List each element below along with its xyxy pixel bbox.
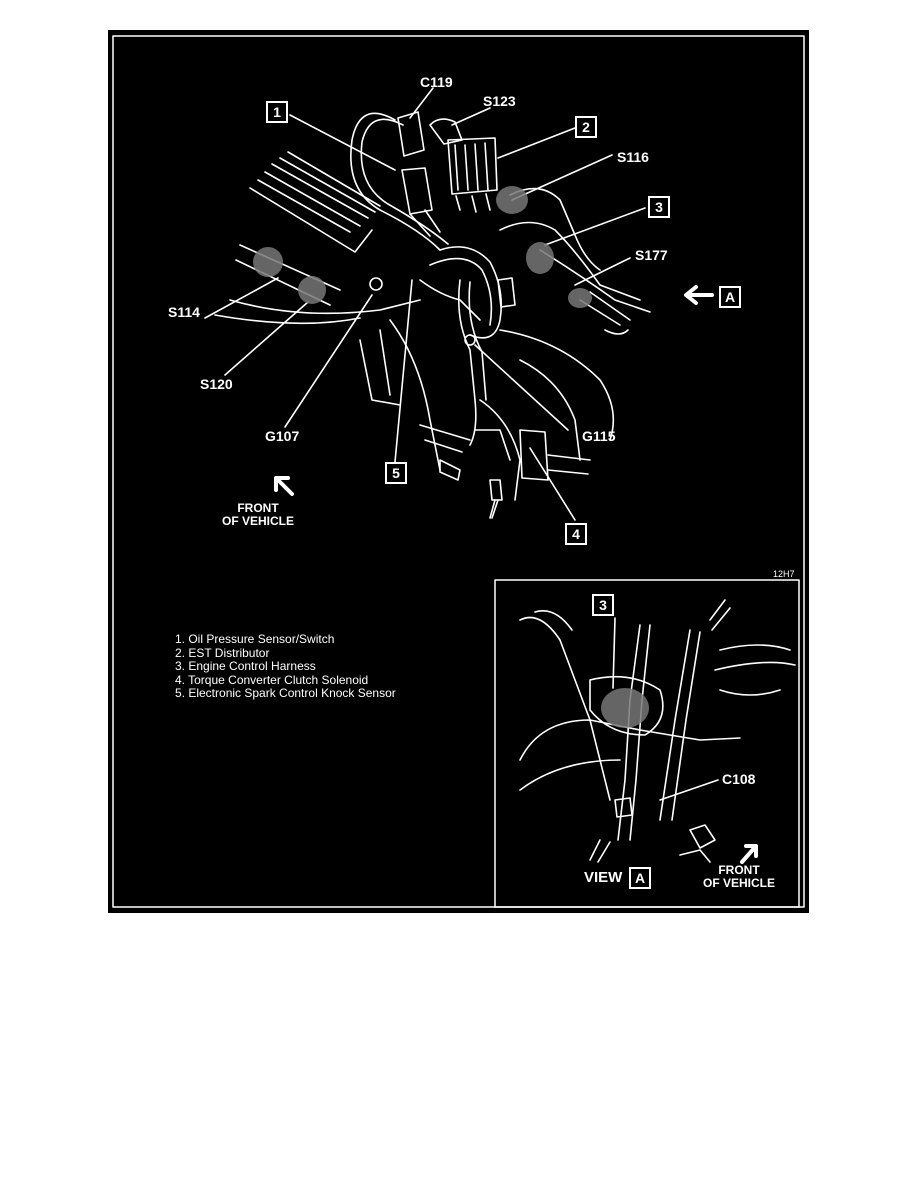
front-inset-line1: FRONT: [718, 863, 760, 877]
front-main-line2: OF VEHICLE: [222, 514, 295, 528]
view-label: VIEW: [584, 869, 623, 886]
figure-code: 12H7: [773, 569, 795, 579]
s120-label: S120: [200, 376, 233, 392]
s123-label: S123: [483, 93, 516, 109]
callout-box-2: 2: [575, 116, 597, 138]
front-of-vehicle-inset: FRONT OF VEHICLE: [703, 864, 775, 890]
callout-box-1: 1: [266, 101, 288, 123]
legend-item: 4. Torque Converter Clutch Solenoid: [175, 672, 369, 687]
c119-label: C119: [420, 74, 453, 90]
s116-label: S116: [617, 149, 649, 165]
front-main-line1: FRONT: [237, 501, 279, 515]
inset-callout-box-a: A: [629, 867, 651, 889]
g107-label: G107: [265, 428, 300, 444]
legend-item: 1. Oil Pressure Sensor/Switch: [175, 632, 335, 646]
callout-box-4: 4: [565, 523, 587, 545]
legend-item: 2. EST Distributor: [175, 645, 270, 660]
callout-box-a: A: [719, 286, 741, 308]
g115-label: G115: [582, 428, 616, 444]
front-inset-line2: OF VEHICLE: [703, 876, 776, 890]
diagram-panel: [108, 30, 809, 913]
s177-label: S177: [635, 247, 668, 263]
legend-item: 5. Electronic Spark Control Knock Sensor: [175, 686, 396, 700]
parts-legend: 1. Oil Pressure Sensor/Switch 2. EST Dis…: [175, 632, 396, 701]
callout-box-3: 3: [648, 196, 670, 218]
s114-label: S114: [168, 304, 200, 320]
legend-item: 3. Engine Control Harness: [175, 659, 316, 673]
inset-callout-box-3: 3: [592, 594, 614, 616]
front-of-vehicle-main: FRONT OF VEHICLE: [222, 502, 294, 528]
callout-box-5: 5: [385, 462, 407, 484]
c108-label: C108: [722, 771, 756, 787]
